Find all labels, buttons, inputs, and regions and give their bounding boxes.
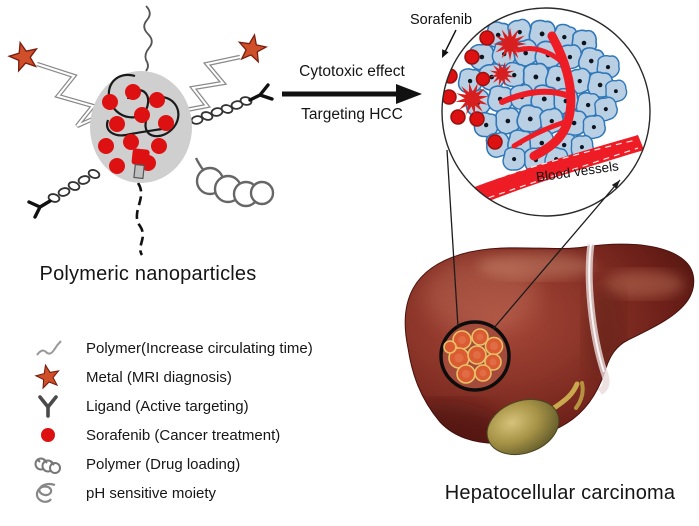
bile-duct	[574, 381, 585, 410]
right-arrow-icon	[282, 84, 422, 104]
ligand-y-icon	[38, 395, 58, 418]
legend-item-label: pH sensitive moiety	[86, 484, 217, 502]
legend-item-ph-moiety: pH sensitive moiety	[28, 481, 313, 505]
legend-item-label: Polymer(Increase circulating time)	[86, 339, 313, 357]
legend-item-sorafenib: Sorafenib (Cancer treatment)	[28, 423, 313, 447]
ph-moiety-tail	[135, 182, 145, 256]
polymer-squiggle-icon	[143, 5, 153, 72]
liver-illustration	[404, 243, 695, 456]
bead-chain-left	[47, 169, 101, 203]
legend: Polymer(Increase circulating time) Metal…	[28, 336, 313, 505]
tumor-circle	[439, 320, 511, 392]
legend-item-label: Ligand (Active targeting)	[86, 397, 249, 415]
core-valve	[131, 148, 150, 180]
legend-item-ligand: Ligand (Active targeting)	[28, 394, 313, 418]
polymer-coil-icon	[194, 157, 275, 208]
ligand-y-icon	[248, 83, 274, 102]
legend-item-label: Metal (MRI diagnosis)	[86, 368, 232, 386]
legend-item-polymer-circulating: Polymer(Increase circulating time)	[28, 336, 313, 360]
callout-lines	[446, 149, 621, 330]
polymer-coil-icon	[34, 457, 61, 474]
ligand-y-icon	[27, 199, 52, 219]
hcc-scene: Blood vessels Sorafenib	[404, 7, 695, 456]
tumor-nodules	[443, 328, 504, 384]
sorafenib-dots	[98, 84, 174, 174]
sorafenib-callout: Sorafenib	[410, 12, 472, 58]
blood-vessels	[448, 31, 644, 212]
callout-arrowhead	[611, 180, 620, 189]
tumor-inset: Blood vessels	[441, 7, 651, 217]
zigzag-chain-right	[185, 54, 241, 113]
nanoparticle-illustration	[5, 5, 275, 256]
polymer-squiggle-icon	[36, 340, 62, 356]
metal-star-icon	[5, 38, 42, 73]
zigzag-chain-left	[36, 61, 97, 129]
bead-chain-right	[190, 96, 253, 125]
gallbladder	[486, 398, 560, 456]
nanoparticle-caption: Polymeric nanoparticles	[39, 263, 257, 285]
legend-item-metal: Metal (MRI diagnosis)	[28, 364, 313, 390]
arrow-bottom-label: Targeting HCC	[301, 106, 403, 123]
legend-item-label: Polymer (Drug loading)	[86, 455, 241, 473]
sorafenib-dot-icon	[41, 428, 55, 442]
sorafenib-dots	[442, 30, 503, 150]
legend-item-polymer-loading: Polymer (Drug loading)	[28, 452, 313, 476]
metal-star-icon	[33, 364, 62, 390]
liver-caption: Hepatocellular carcinoma	[444, 482, 676, 504]
metal-star-icon	[235, 31, 269, 64]
ph-moiety-icon	[35, 482, 56, 503]
reaction-arrow-group: Cytotoxic effect Targeting HCC	[281, 63, 423, 124]
bile-duct	[551, 381, 580, 411]
legend-item-label: Sorafenib (Cancer treatment)	[86, 426, 281, 444]
arrow-top-label: Cytotoxic effect	[299, 63, 405, 80]
sorafenib-label: Sorafenib	[410, 12, 472, 28]
